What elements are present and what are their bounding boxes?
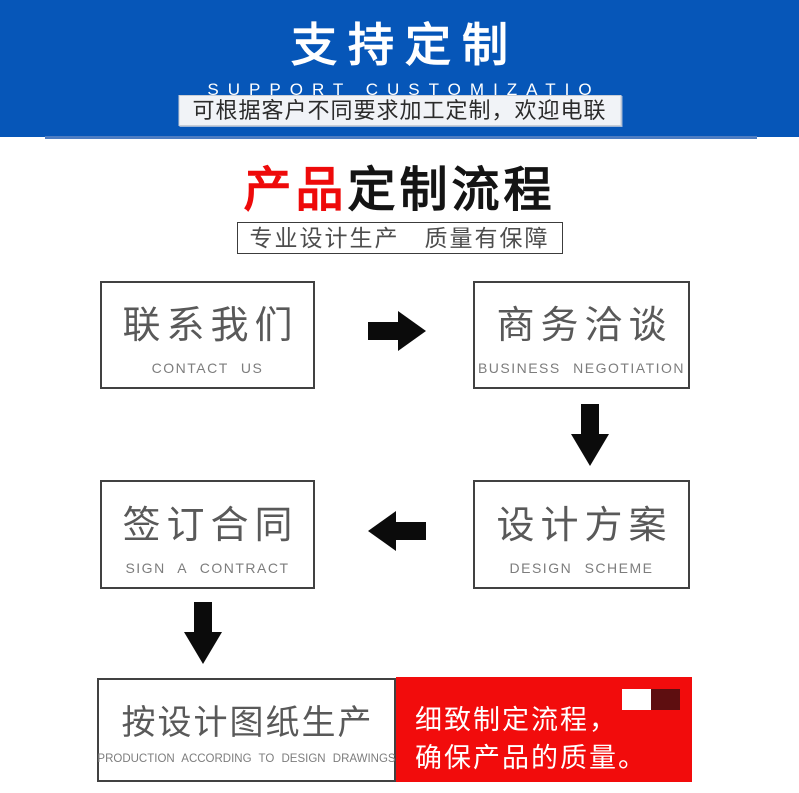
flow-step-label-zh: 签订合同 — [122, 504, 299, 547]
banner-tagline: 可根据客户不同要求加工定制，欢迎电联 — [178, 95, 621, 126]
quality-note-box: 细致制定流程， 确保产品的质量。 — [396, 677, 692, 782]
decor-squares — [622, 689, 680, 710]
arrow-left-icon — [368, 511, 426, 551]
flow-step-label-en: CONTACT US — [151, 360, 264, 376]
maroon-square-decor-icon — [651, 689, 680, 710]
flow-step-label-zh: 商务洽谈 — [496, 305, 673, 347]
section-title: 产品定制流程 — [0, 150, 799, 220]
flow-step-sign-contract: 签订合同 SIGN A CONTRACT — [100, 480, 315, 589]
arrow-right-icon — [368, 311, 426, 351]
flow-step-production: 按设计图纸生产 PRODUCTION ACCORDING TO DESIGN D… — [97, 678, 396, 782]
flow-step-label-en: PRODUCTION ACCORDING TO DESIGN DRAWINGS — [97, 753, 396, 765]
white-square-decor-icon — [622, 689, 651, 710]
banner-title: 支持定制 — [291, 19, 519, 71]
flow-step-label-en: BUSINESS NEGOTIATION — [477, 360, 686, 376]
flow-step-design-scheme: 设计方案 DESIGN SCHEME — [473, 480, 690, 589]
section-title-rest: 定制流程 — [347, 164, 556, 217]
customization-banner: 支持定制 SUPPORT CUSTOMIZATIO 可根据客户不同要求加工定制，… — [0, 0, 799, 139]
flow-step-label-en: DESIGN SCHEME — [509, 559, 654, 576]
banner-subtitle: SUPPORT CUSTOMIZATIO — [207, 80, 601, 99]
banner-bottom-strip — [45, 136, 757, 139]
section-subtitle-box: 专业设计生产 质量有保障 — [236, 222, 563, 254]
flow-step-label-en: SIGN A CONTRACT — [125, 559, 290, 576]
section-title-highlight: 产品 — [243, 164, 348, 217]
arrow-down-icon — [571, 404, 609, 466]
quality-note-line2: 确保产品的质量。 — [415, 743, 647, 773]
flow-step-label-zh: 设计方案 — [496, 504, 673, 547]
arrow-down-icon — [184, 602, 222, 664]
quality-note-line1: 细致制定流程， — [415, 705, 618, 735]
flow-step-label-zh: 按设计图纸生产 — [121, 704, 374, 742]
flow-step-label-zh: 联系我们 — [122, 305, 299, 347]
flow-step-contact-us: 联系我们 CONTACT US — [100, 281, 315, 389]
flow-step-business-negotiation: 商务洽谈 BUSINESS NEGOTIATION — [473, 281, 690, 389]
